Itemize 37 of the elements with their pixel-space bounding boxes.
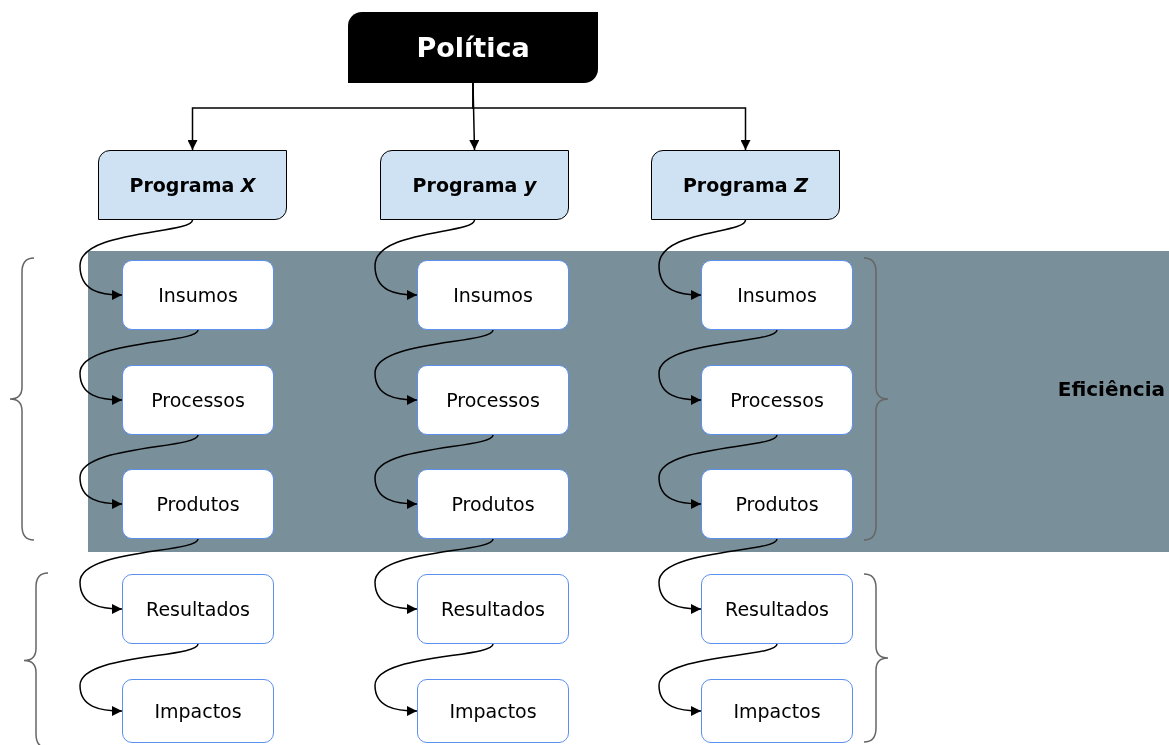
arrow	[79, 329, 199, 405]
program-box: Programa Z	[651, 150, 840, 220]
arrow	[658, 643, 778, 716]
stage-box: Processos	[417, 365, 569, 435]
arrow	[658, 329, 778, 405]
arrow	[658, 434, 778, 509]
stage-box: Processos	[122, 365, 274, 435]
policy-box: Política	[348, 12, 598, 83]
arrow	[79, 643, 199, 716]
arrow	[472, 82, 751, 151]
arrow	[374, 538, 494, 614]
stage-box: Produtos	[417, 469, 569, 539]
arrow	[374, 219, 476, 300]
stage-box: Resultados	[701, 574, 853, 644]
arrow	[658, 219, 747, 300]
arrow	[79, 434, 199, 509]
stage-box: Insumos	[417, 260, 569, 330]
arrow	[79, 538, 199, 614]
stage-box: Insumos	[122, 260, 274, 330]
stage-box: Impactos	[417, 679, 569, 743]
program-box: Programa X	[98, 150, 287, 220]
stage-box: Insumos	[701, 260, 853, 330]
stage-box: Resultados	[417, 574, 569, 644]
stage-box: Produtos	[701, 469, 853, 539]
band-label: Eficiência	[1057, 377, 1165, 401]
arrow	[79, 219, 194, 300]
arrow	[374, 434, 494, 509]
arrow	[374, 329, 494, 405]
stage-box: Impactos	[122, 679, 274, 743]
arrow	[374, 643, 494, 716]
arrow	[658, 538, 778, 614]
stage-box: Processos	[701, 365, 853, 435]
efficiency-band	[88, 251, 1169, 552]
stage-box: Produtos	[122, 469, 274, 539]
program-box: Programa y	[380, 150, 569, 220]
stage-box: Impactos	[701, 679, 853, 743]
stage-box: Resultados	[122, 574, 274, 644]
